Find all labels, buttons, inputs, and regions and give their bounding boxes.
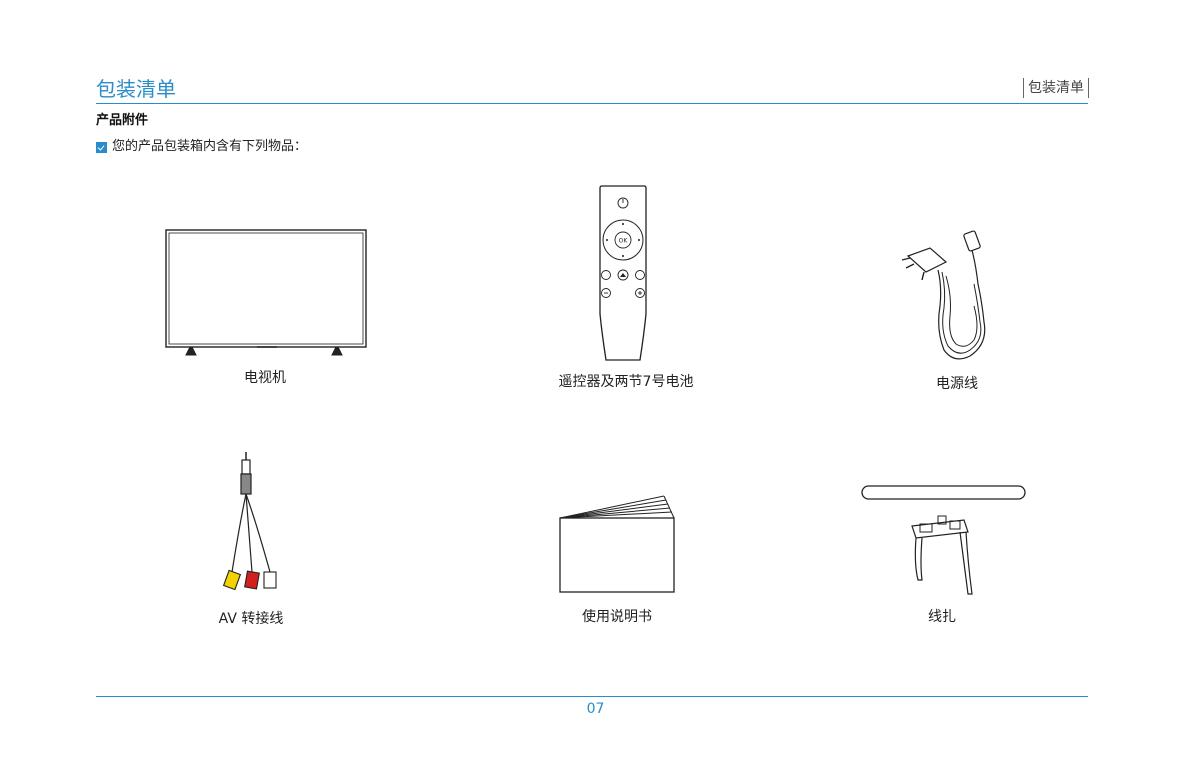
section-tag: 包装清单 — [1023, 78, 1089, 98]
cable-tie-icon — [861, 485, 1026, 595]
tv-icon — [165, 229, 367, 356]
checkbox-bullet-icon — [96, 141, 107, 153]
av-cable-icon — [222, 452, 277, 591]
item-label-tv: 电视机 — [244, 370, 286, 386]
intro-text: 您的产品包装箱内含有下列物品： — [112, 139, 308, 154]
header-divider — [96, 103, 1088, 104]
item-label-remote: 遥控器及两节7号电池 — [558, 374, 694, 390]
item-label-av-cable: AV 转接线 — [218, 611, 284, 627]
manual-icon — [559, 495, 675, 593]
section-heading: 产品附件 — [96, 113, 149, 128]
power-cord-icon — [901, 230, 986, 360]
page-number: 07 — [586, 701, 605, 717]
item-label-cable-tie: 线扎 — [928, 609, 956, 625]
ok-button-label: OK — [619, 238, 629, 245]
intro-line: 您的产品包装箱内含有下列物品： — [96, 138, 307, 156]
footer-divider — [96, 696, 1088, 697]
remote-control-icon: OK — [599, 185, 647, 361]
item-label-manual: 使用说明书 — [582, 609, 652, 625]
item-label-power-cord: 电源线 — [936, 376, 978, 392]
page-title: 包装清单 — [96, 77, 176, 101]
